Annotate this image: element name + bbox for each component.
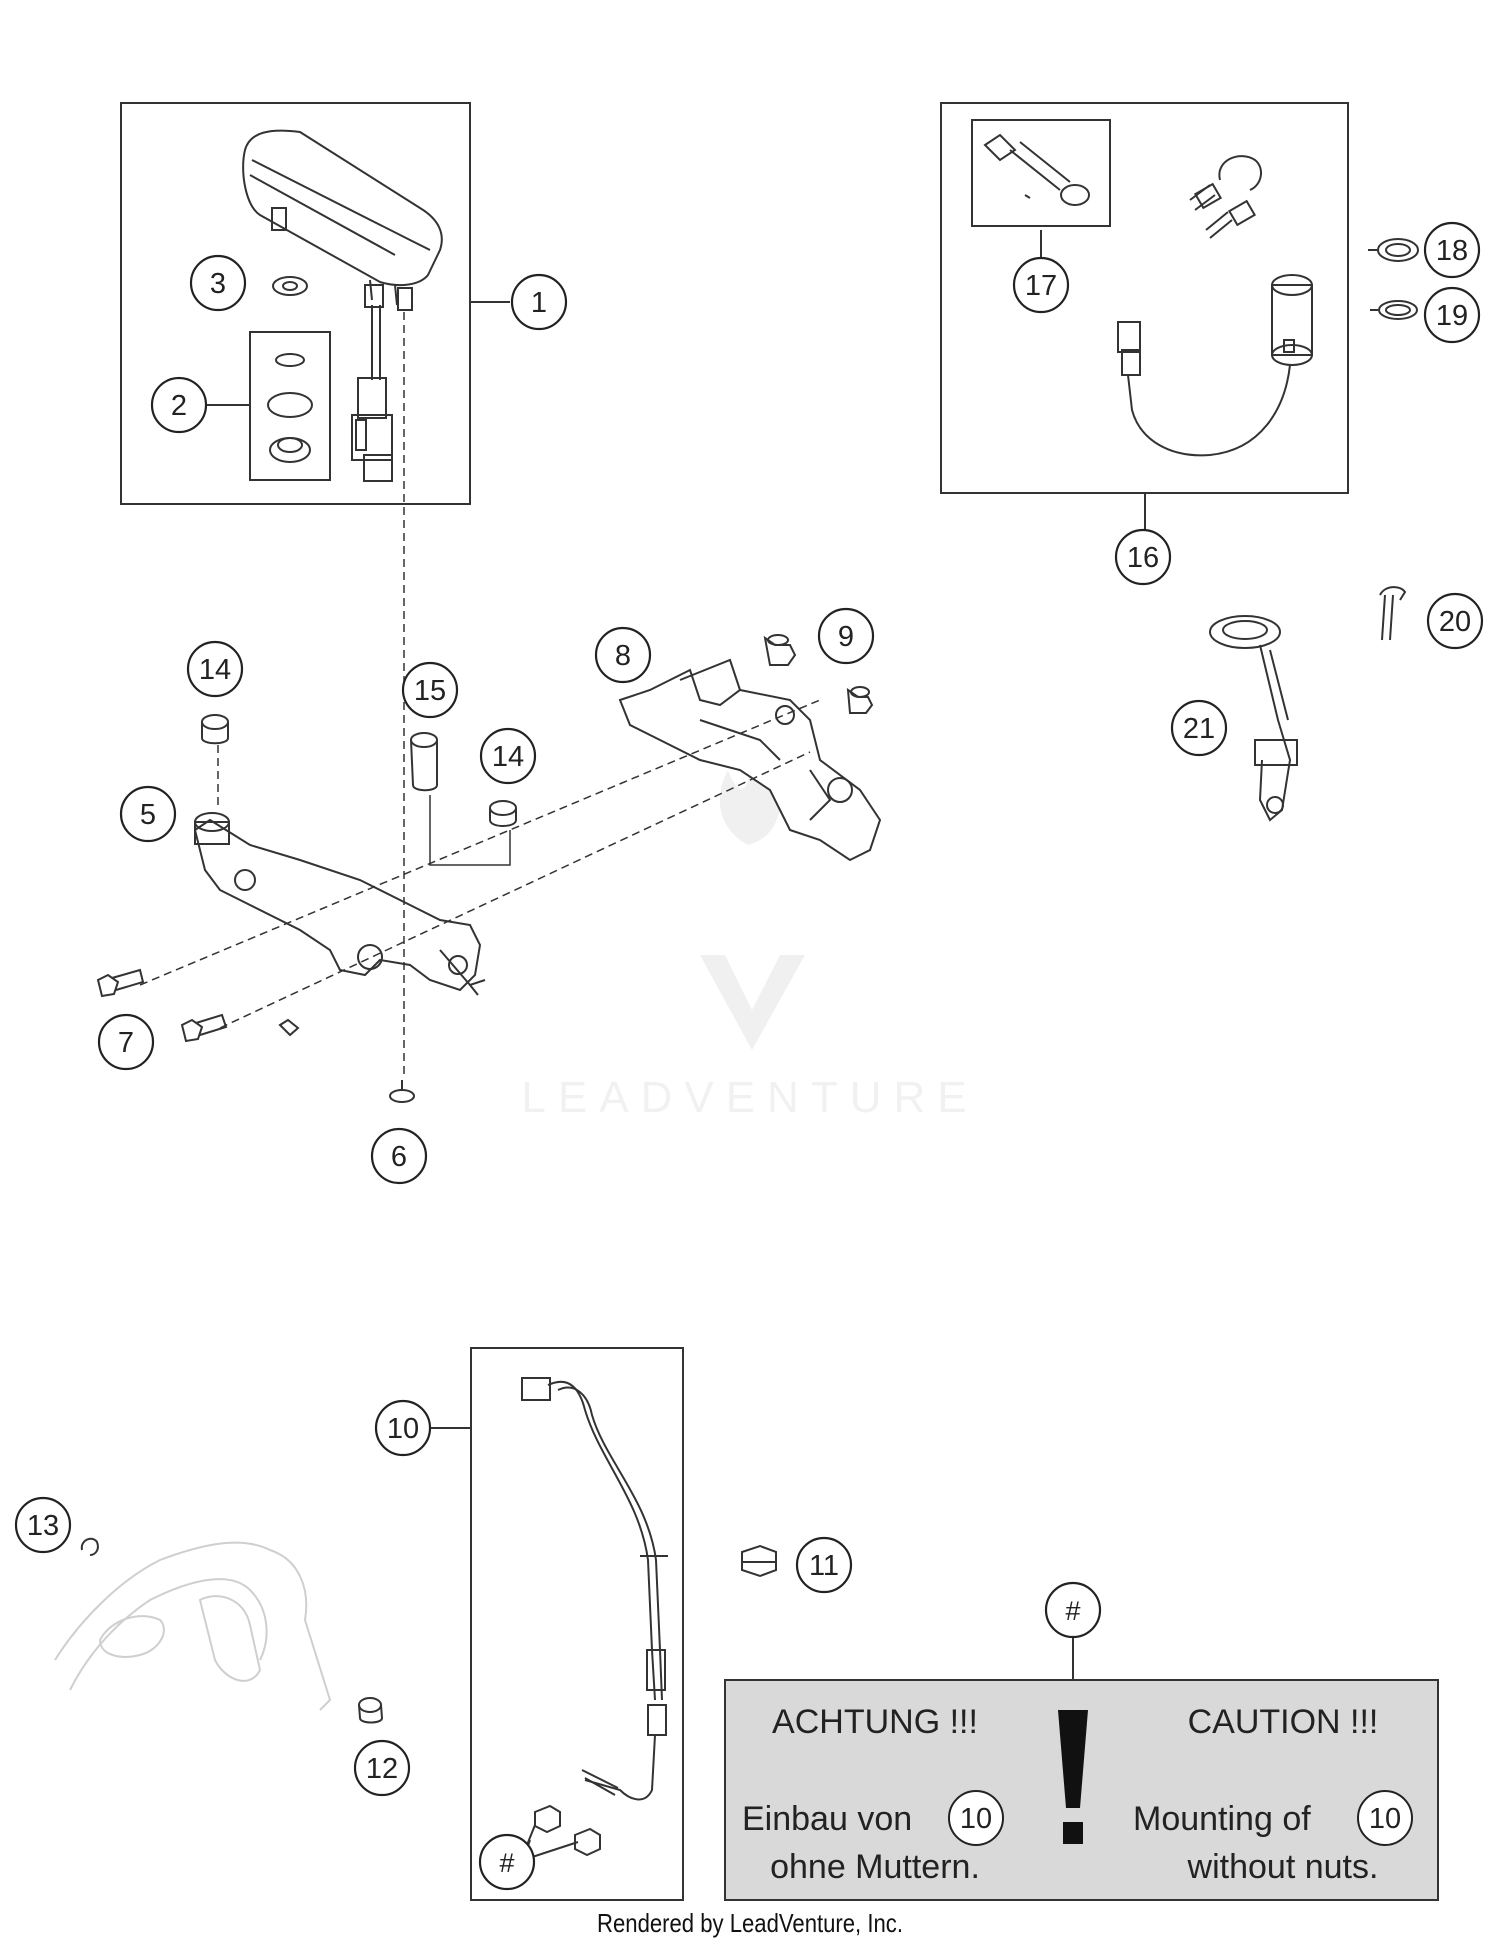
svg-text:3: 3 bbox=[210, 268, 226, 300]
svg-text:7: 7 bbox=[118, 1027, 134, 1059]
svg-text:19: 19 bbox=[1436, 300, 1468, 332]
callout-14-right[interactable]: 14 bbox=[479, 727, 537, 785]
screw-6 bbox=[389, 1080, 415, 1103]
exclamation-icon bbox=[1058, 1710, 1088, 1844]
callout-hash-top[interactable]: # bbox=[1044, 1581, 1102, 1639]
bolt-7 bbox=[96, 968, 300, 1043]
callout-21[interactable]: 21 bbox=[1170, 699, 1228, 757]
caution-box: ACHTUNG !!! CAUTION !!! Einbau von 10 oh… bbox=[724, 1679, 1439, 1901]
svg-text:14: 14 bbox=[492, 741, 524, 773]
washer-19 bbox=[1378, 300, 1418, 320]
callout-9[interactable]: 9 bbox=[817, 607, 875, 665]
caution-title: CAUTION !!! bbox=[1188, 1703, 1379, 1741]
achtung-line2: ohne Muttern. bbox=[770, 1848, 980, 1886]
callouts: 1 2 3 5 6 7 8 9 10 11 12 13 14 14 15 16 … bbox=[14, 221, 1484, 1891]
caution-ref-10: 10 bbox=[1357, 1790, 1413, 1846]
svg-text:16: 16 bbox=[1127, 542, 1159, 574]
svg-text:12: 12 bbox=[366, 1753, 398, 1785]
dashboard-group-frame bbox=[120, 102, 471, 505]
caution-line1: Mounting of bbox=[1133, 1800, 1311, 1838]
callout-11[interactable]: 11 bbox=[795, 1536, 853, 1594]
cable-10-group bbox=[470, 1347, 684, 1901]
achtung-line1: Einbau von bbox=[742, 1800, 912, 1838]
watermark: LEADVENTURE bbox=[521, 720, 978, 1122]
bushing-12 bbox=[358, 1697, 384, 1724]
callout-13[interactable]: 13 bbox=[14, 1496, 72, 1554]
svg-text:11: 11 bbox=[809, 1550, 839, 1582]
bracket-8 bbox=[618, 658, 882, 862]
callout-5[interactable]: 5 bbox=[119, 785, 177, 843]
washer-18 bbox=[1377, 238, 1419, 262]
callout-3[interactable]: 3 bbox=[189, 254, 247, 312]
holder-5 bbox=[193, 812, 486, 996]
callout-1[interactable]: 1 bbox=[510, 273, 568, 331]
achtung-ref-10: 10 bbox=[948, 1790, 1004, 1846]
callout-8[interactable]: 8 bbox=[594, 626, 652, 684]
callout-20[interactable]: 20 bbox=[1426, 592, 1484, 650]
svg-text:9: 9 bbox=[838, 621, 854, 653]
frame-outline bbox=[54, 1541, 332, 1711]
callout-12[interactable]: 12 bbox=[353, 1739, 411, 1797]
achtung-title: ACHTUNG !!! bbox=[772, 1703, 978, 1741]
watermark-text: LEADVENTURE bbox=[521, 1073, 978, 1122]
svg-text:5: 5 bbox=[140, 799, 156, 831]
svg-text:20: 20 bbox=[1439, 606, 1471, 638]
svg-text:10: 10 bbox=[1369, 1803, 1401, 1835]
callout-2[interactable]: 2 bbox=[150, 376, 208, 434]
callout-16[interactable]: 16 bbox=[1114, 528, 1172, 586]
lock-cylinder-17-frame bbox=[971, 119, 1111, 227]
svg-text:2: 2 bbox=[171, 390, 187, 422]
callout-19[interactable]: 19 bbox=[1423, 286, 1481, 344]
svg-text:10: 10 bbox=[387, 1413, 419, 1445]
leader-lines bbox=[205, 230, 1378, 1861]
callout-17[interactable]: 17 bbox=[1012, 256, 1070, 314]
bushing-15 bbox=[410, 732, 438, 792]
clip-11 bbox=[741, 1544, 777, 1578]
cable-10-group-frame bbox=[470, 1347, 684, 1901]
rubber-14-right bbox=[489, 800, 517, 827]
callout-15[interactable]: 15 bbox=[401, 661, 459, 719]
svg-text:15: 15 bbox=[414, 675, 446, 707]
ignition-lock-group bbox=[940, 102, 1349, 494]
svg-text:21: 21 bbox=[1183, 713, 1215, 745]
svg-text:#: # bbox=[499, 1848, 514, 1878]
svg-text:18: 18 bbox=[1436, 235, 1468, 267]
nut-9 bbox=[763, 634, 874, 714]
callout-18[interactable]: 18 bbox=[1423, 221, 1481, 279]
svg-text:8: 8 bbox=[615, 640, 631, 672]
washer-3 bbox=[272, 276, 308, 296]
key-20 bbox=[1379, 586, 1407, 641]
svg-text:1: 1 bbox=[531, 287, 547, 319]
callout-7[interactable]: 7 bbox=[97, 1013, 155, 1071]
dashboard-unit bbox=[242, 129, 443, 482]
footer-credit: Rendered by LeadVenture, Inc. bbox=[597, 1908, 903, 1938]
svg-text:17: 17 bbox=[1025, 270, 1057, 302]
callout-6[interactable]: 6 bbox=[370, 1127, 428, 1185]
fuel-cap-bracket-21 bbox=[1209, 615, 1298, 822]
callout-14-left[interactable]: 14 bbox=[186, 640, 244, 698]
rubber-14-left bbox=[201, 714, 229, 745]
svg-text:#: # bbox=[1065, 1596, 1080, 1626]
dashboard-group bbox=[120, 102, 471, 505]
svg-text:13: 13 bbox=[27, 1510, 59, 1542]
clip-13 bbox=[80, 1537, 99, 1556]
caution-line2: without nuts. bbox=[1187, 1848, 1379, 1886]
callout-hash-bottom[interactable]: # bbox=[478, 1833, 536, 1891]
callout-10[interactable]: 10 bbox=[374, 1399, 432, 1457]
svg-text:6: 6 bbox=[391, 1141, 407, 1173]
svg-text:10: 10 bbox=[960, 1803, 992, 1835]
svg-text:14: 14 bbox=[199, 654, 231, 686]
watermark-v-icon bbox=[700, 955, 805, 1050]
